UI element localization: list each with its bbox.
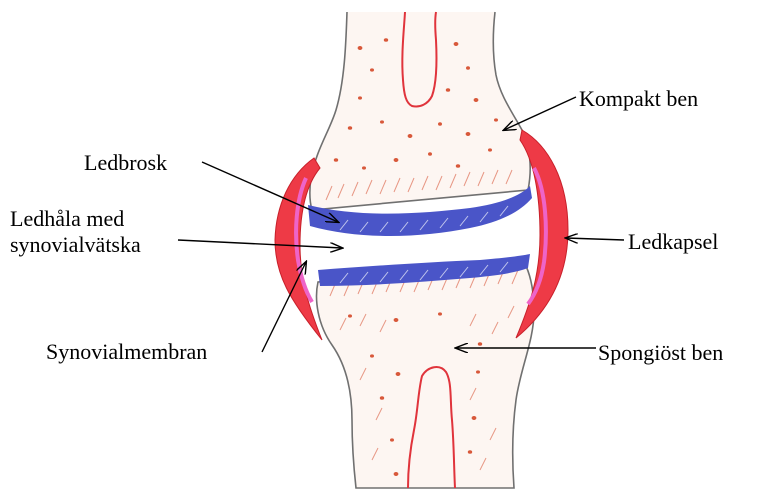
- arrow-ledkapsel: [566, 238, 624, 240]
- arrow-ledhala: [178, 240, 342, 248]
- lower-bone-outline: [317, 266, 534, 488]
- label-spongiost-ben: Spongiöst ben: [598, 340, 723, 366]
- label-ledkapsel: Ledkapsel: [628, 229, 718, 255]
- label-synovialmembran: Synovialmembran: [46, 339, 207, 365]
- label-ledhala: Ledhåla med synovialvätska: [10, 206, 141, 258]
- arrow-kompakt-ben: [504, 97, 576, 130]
- upper-bone-outline: [310, 12, 530, 210]
- label-ledhala-line1: Ledhåla med: [10, 206, 141, 232]
- label-ledhala-line2: synovialvätska: [10, 232, 141, 258]
- label-ledbrosk: Ledbrosk: [84, 150, 167, 176]
- label-kompakt-ben: Kompakt ben: [579, 86, 698, 112]
